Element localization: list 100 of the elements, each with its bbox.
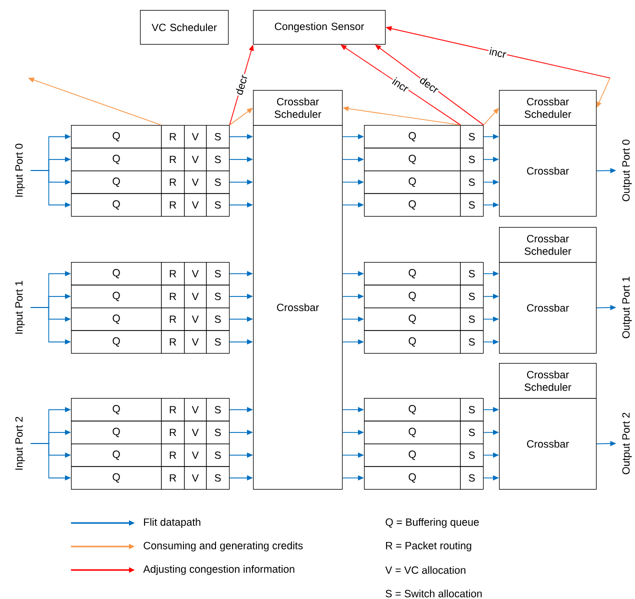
queue-cell: Q xyxy=(71,330,162,354)
routing-cell: R xyxy=(161,466,185,490)
queue-cell: Q xyxy=(71,262,162,286)
routing-cell: R xyxy=(161,284,185,308)
queue-cell: Q xyxy=(364,125,461,148)
routing-cell: R xyxy=(161,330,185,354)
crossbar-box: Crossbar xyxy=(499,125,597,217)
queue-cell: Q xyxy=(364,398,461,422)
routing-cell: R xyxy=(161,193,185,217)
switch-cell: S xyxy=(206,170,230,194)
legend-label: Consuming and generating credits xyxy=(144,542,303,552)
allocation-cell: V xyxy=(184,308,207,331)
switch-cell: S xyxy=(460,466,484,490)
routing-cell: R xyxy=(161,444,185,467)
switch-cell: S xyxy=(206,398,230,422)
arrow xyxy=(375,44,484,126)
key-text: Q = Buffering queue xyxy=(386,518,479,528)
switch-cell: S xyxy=(206,284,230,308)
key-text: S = Switch allocation xyxy=(386,590,482,598)
queue-cell: Q xyxy=(364,262,461,286)
key-text: V = VC allocation xyxy=(385,566,466,574)
scheduler-box: Crossbar Scheduler xyxy=(253,90,343,126)
switch-cell: S xyxy=(460,193,484,217)
switch-cell: S xyxy=(460,262,484,286)
queue-cell: Q xyxy=(71,444,162,467)
switch-cell: S xyxy=(460,170,484,194)
switch-cell: S xyxy=(206,466,230,490)
queue-cell: Q xyxy=(364,170,461,194)
scheduler-box: Crossbar Scheduler xyxy=(499,227,597,263)
queue-cell: Q xyxy=(71,466,162,490)
switch-cell: S xyxy=(460,148,484,172)
switch-cell: S xyxy=(206,193,230,217)
edge-label: incr xyxy=(488,46,508,60)
switch-cell: S xyxy=(206,420,230,444)
queue-cell: Q xyxy=(71,170,162,194)
routing-cell: R xyxy=(161,148,185,172)
legend-label: Adjusting congestion information xyxy=(143,565,294,575)
queue-cell: Q xyxy=(71,284,162,308)
allocation-cell: V xyxy=(184,193,207,217)
queue-cell: Q xyxy=(71,125,162,148)
key-text: R = Packet routing xyxy=(386,542,472,552)
queue-cell: Q xyxy=(71,193,162,217)
allocation-cell: V xyxy=(184,284,207,308)
port-label: Output Port 0 xyxy=(622,140,632,202)
queue-cell: Q xyxy=(71,148,162,172)
switch-cell: S xyxy=(206,330,230,354)
switch-cell: S xyxy=(206,262,230,286)
allocation-cell: V xyxy=(184,330,207,354)
edge-label: incr xyxy=(390,76,412,94)
queue-cell: Q xyxy=(364,284,461,308)
sensor-box: Congestion Sensor xyxy=(253,10,386,45)
allocation-cell: V xyxy=(184,262,207,286)
queue-cell: Q xyxy=(364,308,461,331)
switch-cell: S xyxy=(206,148,230,172)
switch-cell: S xyxy=(460,330,484,354)
switch-cell: S xyxy=(206,444,230,467)
queue-cell: Q xyxy=(364,193,461,217)
edge-label: decr xyxy=(234,72,250,97)
queue-cell: Q xyxy=(71,308,162,331)
switch-cell: S xyxy=(460,284,484,308)
allocation-cell: V xyxy=(184,170,207,194)
queue-cell: Q xyxy=(364,466,461,490)
routing-cell: R xyxy=(161,398,185,422)
scheduler-box: Crossbar Scheduler xyxy=(499,90,597,126)
switch-cell: S xyxy=(460,125,484,148)
scheduler-box: Crossbar Scheduler xyxy=(499,363,597,399)
allocation-cell: V xyxy=(184,398,207,422)
arrow xyxy=(340,44,461,126)
queue-cell: Q xyxy=(364,148,461,172)
legend-label: Flit datapath xyxy=(144,518,200,528)
crossbar-box: Crossbar xyxy=(253,125,343,490)
edge-label: decr xyxy=(417,74,442,96)
port-label: Output Port 2 xyxy=(622,412,632,474)
port-label: Input Port 1 xyxy=(15,280,25,334)
allocation-cell: V xyxy=(184,125,207,148)
routing-cell: R xyxy=(161,125,185,148)
allocation-cell: V xyxy=(184,420,207,444)
switch-cell: S xyxy=(460,398,484,422)
routing-cell: R xyxy=(161,170,185,194)
queue-cell: Q xyxy=(71,420,162,444)
routing-cell: R xyxy=(161,308,185,331)
port-label: Input Port 0 xyxy=(15,144,25,197)
queue-cell: Q xyxy=(364,444,461,467)
switch-cell: S xyxy=(206,125,230,148)
port-label: Input Port 2 xyxy=(15,416,25,470)
allocation-cell: V xyxy=(184,148,207,172)
switch-cell: S xyxy=(460,444,484,467)
routing-cell: R xyxy=(161,262,185,286)
switch-cell: S xyxy=(206,308,230,331)
port-label: Output Port 1 xyxy=(622,276,632,338)
routing-cell: R xyxy=(161,420,185,444)
queue-cell: Q xyxy=(364,330,461,354)
switch-cell: S xyxy=(460,420,484,444)
crossbar-box: Crossbar xyxy=(499,398,597,490)
allocation-cell: V xyxy=(184,444,207,467)
allocation-cell: V xyxy=(184,466,207,490)
queue-cell: Q xyxy=(71,398,162,422)
switch-cell: S xyxy=(460,308,484,331)
queue-cell: Q xyxy=(364,420,461,444)
scheduler-box: VC Scheduler xyxy=(140,10,229,45)
